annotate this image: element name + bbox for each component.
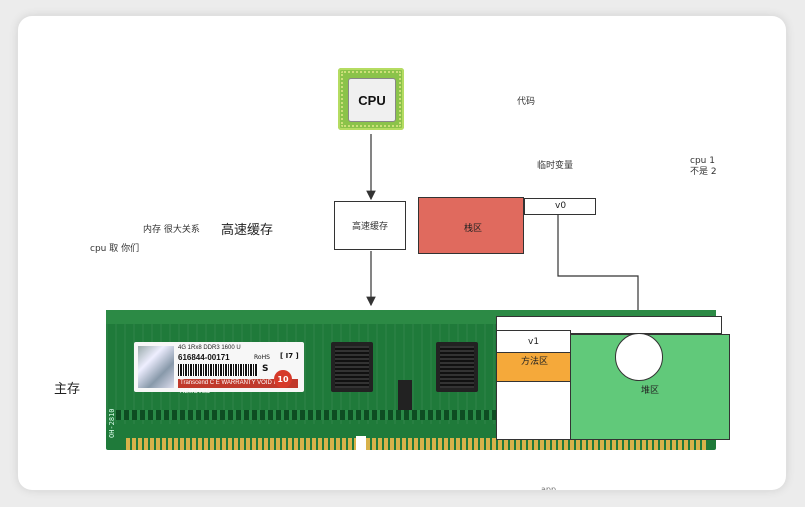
ram-speed-badge: 10 bbox=[274, 370, 292, 388]
memory-chip bbox=[436, 342, 478, 392]
cache-box: 高速缓存 bbox=[334, 201, 406, 250]
ram-brand: Transcend C E WARRANTY VOID IF REMOVED bbox=[178, 379, 298, 395]
ram-label: 4G 1Rx8 DDR3 1600 U 616844-00171 RoHS [ … bbox=[134, 342, 304, 395]
ram-grade-mark: [ I7 ] bbox=[280, 352, 299, 360]
method-var-label: v1 bbox=[528, 337, 540, 347]
main-memory-label: 主存 bbox=[54, 382, 81, 397]
temp-var-label: 临时变量 bbox=[537, 161, 574, 171]
bottom-label: app bbox=[541, 485, 557, 490]
method-area-box: 方法区 bbox=[496, 352, 571, 382]
ram-notch bbox=[356, 436, 366, 450]
stack-var-box: v0 bbox=[524, 198, 596, 215]
memory-note: 内存 很大关系 bbox=[143, 225, 200, 235]
heap-label: 堆区 bbox=[641, 386, 660, 396]
barcode bbox=[178, 364, 258, 376]
stack-var-label: v0 bbox=[555, 201, 567, 211]
cpu-label: CPU bbox=[348, 78, 396, 122]
cache-caption: 高速缓存 bbox=[221, 223, 274, 238]
hologram-sticker bbox=[138, 346, 174, 388]
code-label: 代码 bbox=[517, 97, 536, 107]
method-var-box: v1 bbox=[496, 330, 571, 354]
pad-row bbox=[116, 410, 706, 420]
cpu-compare-note-2: 不是 2 bbox=[690, 167, 717, 177]
memory-chip bbox=[331, 342, 373, 392]
overlay-frame bbox=[496, 316, 722, 334]
gold-contacts bbox=[126, 438, 706, 450]
stack-label: 栈区 bbox=[464, 224, 483, 234]
cpu-chip: CPU bbox=[338, 68, 404, 130]
ram-spec: 4G 1Rx8 DDR3 1600 U bbox=[178, 345, 241, 351]
ram-part-number: 616844-00171 bbox=[178, 353, 230, 362]
ram-s-badge: S bbox=[262, 364, 269, 374]
canvas: CPU 高速缓存 内存 很大关系 高速缓存 cpu 取 你们 主存 代码 临时变… bbox=[18, 16, 786, 490]
cpu-fetch-note: cpu 取 你们 bbox=[90, 244, 140, 254]
method-area-label: 方法区 bbox=[521, 357, 549, 367]
stack-to-heap-arrow bbox=[557, 214, 643, 332]
ram-side-code: OH-2810 bbox=[108, 408, 116, 438]
heap-object-circle bbox=[615, 333, 663, 381]
stack-box: 栈区 bbox=[418, 197, 524, 254]
ram-rohs: RoHS bbox=[254, 354, 270, 361]
cpu-compare-note-1: cpu 1 bbox=[690, 156, 715, 166]
small-chip bbox=[398, 380, 412, 410]
cache-box-label: 高速缓存 bbox=[351, 222, 388, 232]
